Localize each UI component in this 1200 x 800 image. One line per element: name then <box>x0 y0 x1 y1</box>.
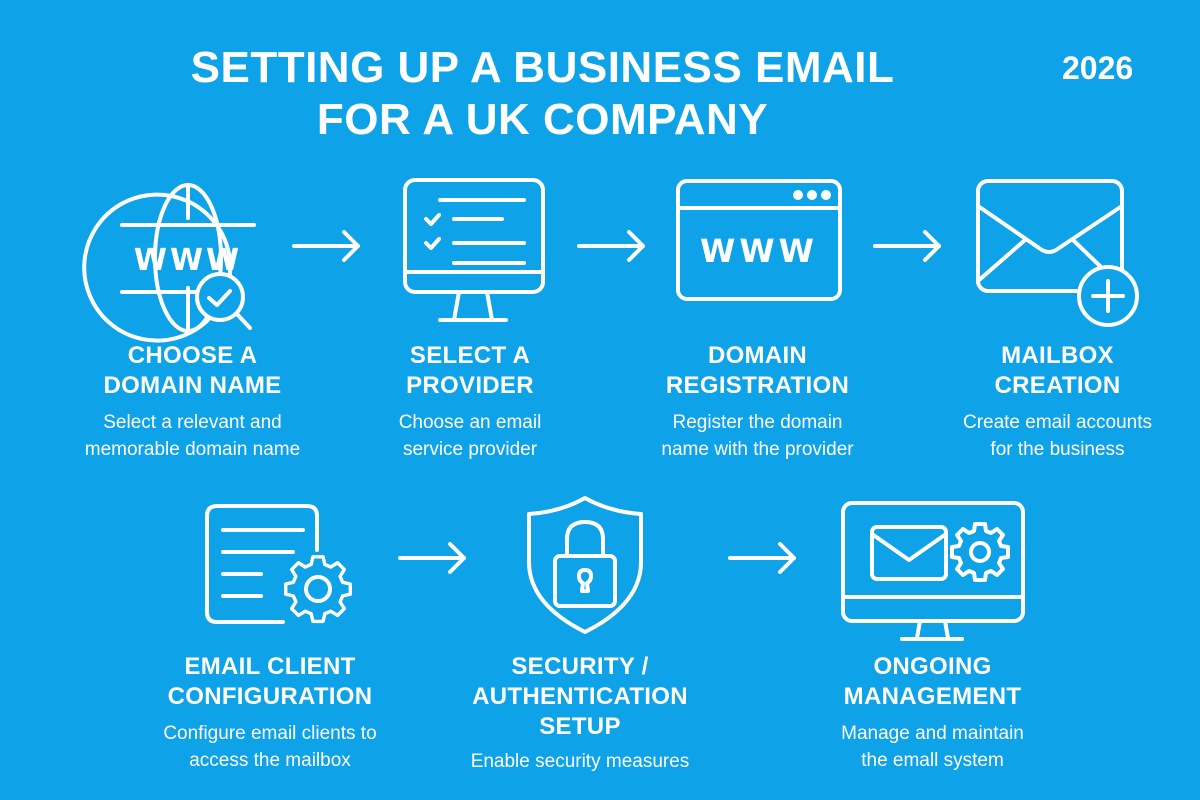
step-title: SECURITY / AUTHENTICATION SETUP <box>472 653 688 740</box>
monitor-envelope-gear-icon <box>840 500 1025 650</box>
step-description: Choose an email service provider <box>398 412 542 460</box>
step-email-client-configuration: EMAIL CLIENT CONFIGURATION Configure ema… <box>130 652 410 774</box>
step-title: SELECT A PROVIDER <box>406 342 534 399</box>
step-title: CHOOSE A DOMAIN NAME <box>103 342 282 399</box>
step-description: Select a relevant and memorable domain n… <box>84 412 301 460</box>
svg-text:WWW: WWW <box>700 232 818 270</box>
step-choose-domain: CHOOSE A DOMAIN NAME Select a relevant a… <box>60 341 325 463</box>
year-label: 2026 <box>1062 50 1134 86</box>
step-title: EMAIL CLIENT CONFIGURATION <box>167 653 373 710</box>
envelope-plus-icon <box>975 178 1145 328</box>
step-description: Enable security measures <box>470 751 690 772</box>
step-description: Manage and maintain the emall system <box>841 723 1024 771</box>
browser-window-www-icon: WWW <box>675 178 843 302</box>
step-select-provider: SELECT A PROVIDER Choose an email servic… <box>345 341 595 463</box>
step-domain-registration: DOMAIN REGISTRATION Register the domain … <box>630 341 885 463</box>
globe-www-search-check-icon: WWW <box>82 180 268 343</box>
arrow-right-icon <box>398 542 468 579</box>
monitor-checklist-icon <box>402 177 547 322</box>
step-title: MAILBOX CREATION <box>994 342 1121 399</box>
arrow-right-icon <box>873 230 943 267</box>
arrow-right-icon <box>728 542 798 579</box>
step-title: ONGOING MANAGEMENT <box>843 653 1022 710</box>
step-ongoing-management: ONGOING MANAGEMENT Manage and maintain t… <box>800 652 1065 774</box>
page-title: SETTING UP A BUSINESS EMAIL FOR A UK COM… <box>0 42 1085 146</box>
arrow-right-icon <box>292 230 362 267</box>
step-mailbox-creation: MAILBOX CREATION Create email accounts f… <box>930 341 1185 463</box>
step-description: Configure email clients to access the ma… <box>163 723 377 771</box>
title-line-1: SETTING UP A BUSINESS EMAIL <box>190 43 895 92</box>
step-description: Create email accounts for the business <box>962 412 1153 460</box>
step-description: Register the domain name with the provid… <box>661 412 854 460</box>
step-title: DOMAIN REGISTRATION <box>665 342 850 399</box>
document-gear-icon <box>203 502 358 627</box>
shield-lock-icon <box>525 494 645 634</box>
title-line-2: FOR A UK COMPANY <box>316 95 769 144</box>
step-security-authentication-setup: SECURITY / AUTHENTICATION SETUP Enable s… <box>430 652 730 775</box>
arrow-right-icon <box>577 230 647 267</box>
